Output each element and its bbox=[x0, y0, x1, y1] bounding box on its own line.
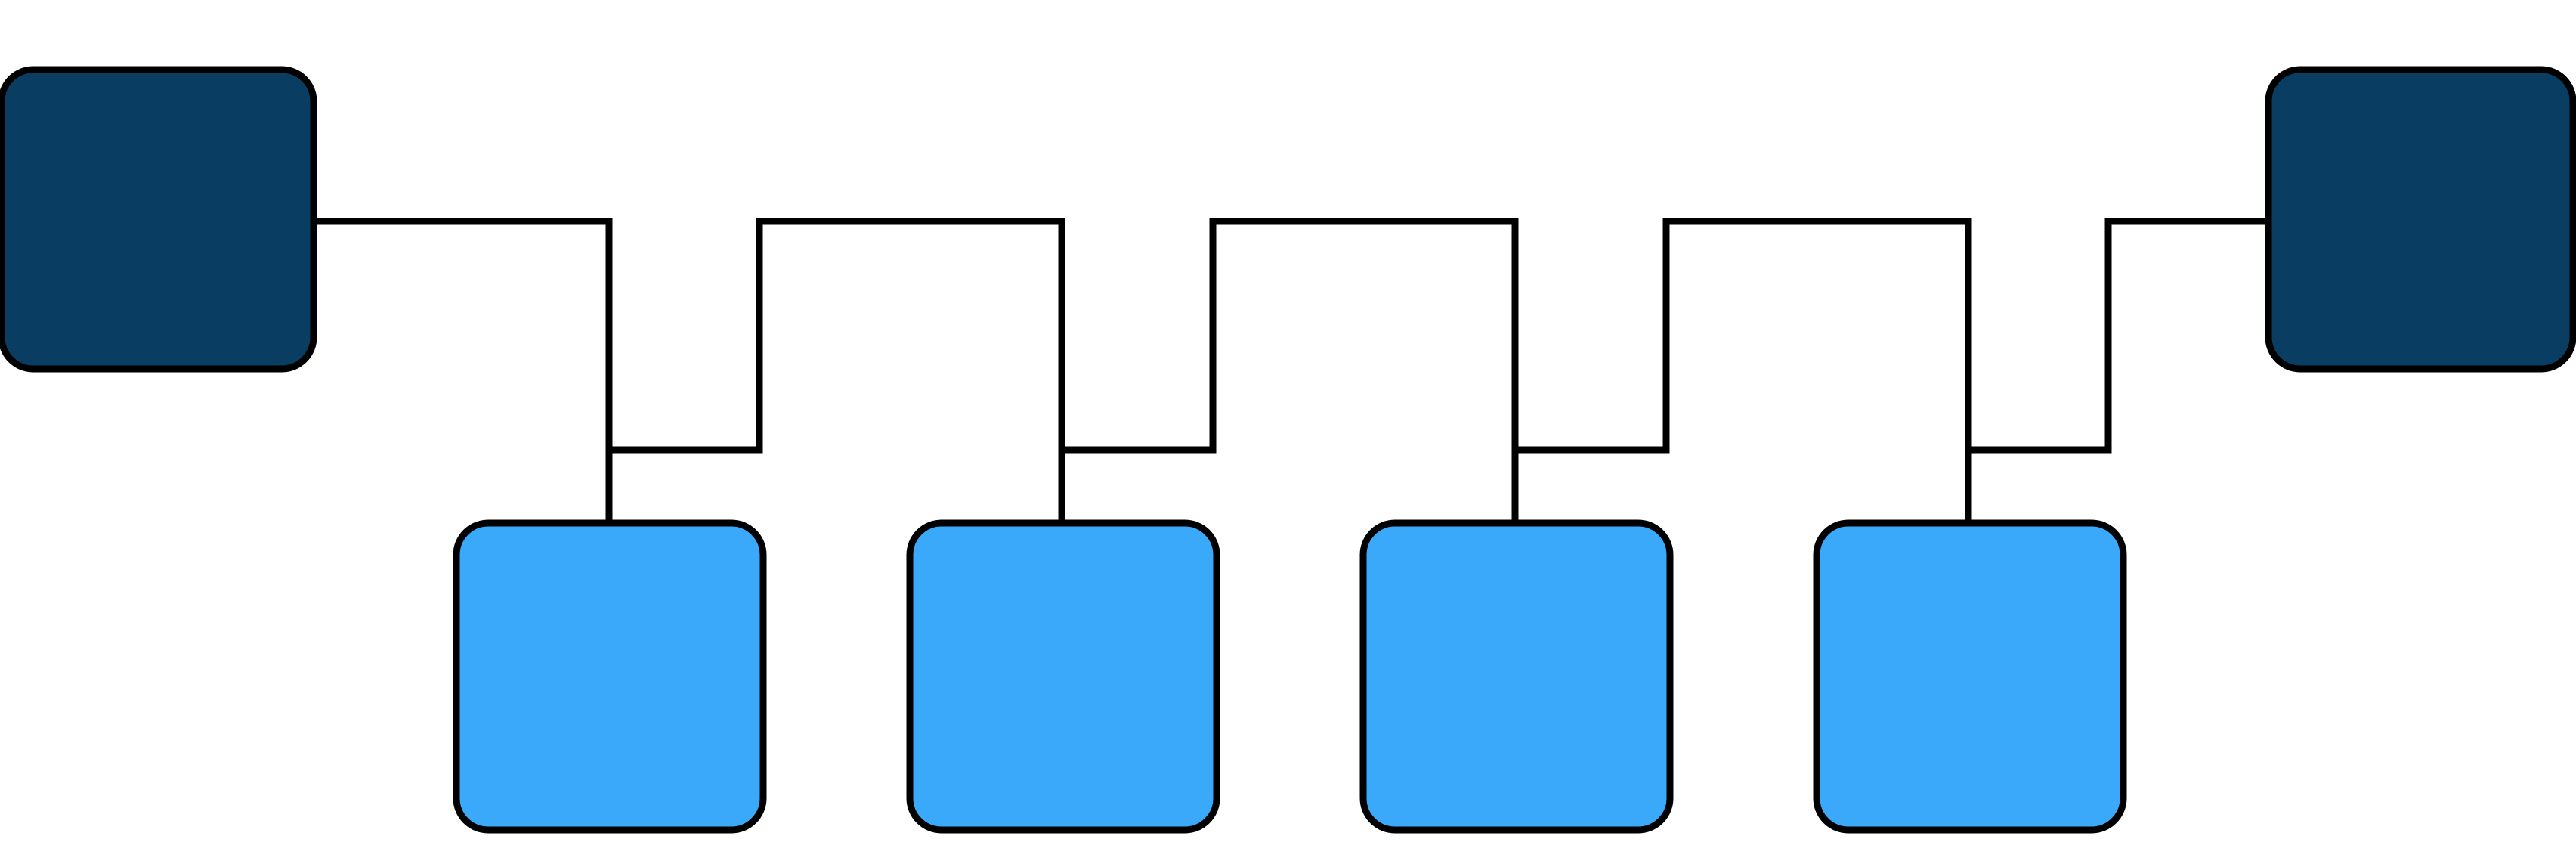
endpoint-right-rect[interactable] bbox=[2265, 66, 2576, 373]
leaf-2-rect[interactable] bbox=[906, 519, 1220, 834]
bus-connector[interactable] bbox=[314, 218, 2268, 830]
node-leaf-2[interactable] bbox=[906, 519, 1220, 834]
node-endpoint-right[interactable] bbox=[2265, 66, 2576, 373]
endpoint-left-rect[interactable] bbox=[0, 66, 317, 373]
node-leaf-3[interactable] bbox=[1359, 519, 1674, 834]
node-endpoint-left[interactable] bbox=[0, 66, 317, 373]
leaf-1-rect[interactable] bbox=[453, 519, 767, 834]
node-leaf-1[interactable] bbox=[453, 519, 767, 834]
leaf-3-rect[interactable] bbox=[1359, 519, 1674, 834]
node-leaf-4[interactable] bbox=[1813, 519, 2127, 834]
leaf-4-rect[interactable] bbox=[1813, 519, 2127, 834]
